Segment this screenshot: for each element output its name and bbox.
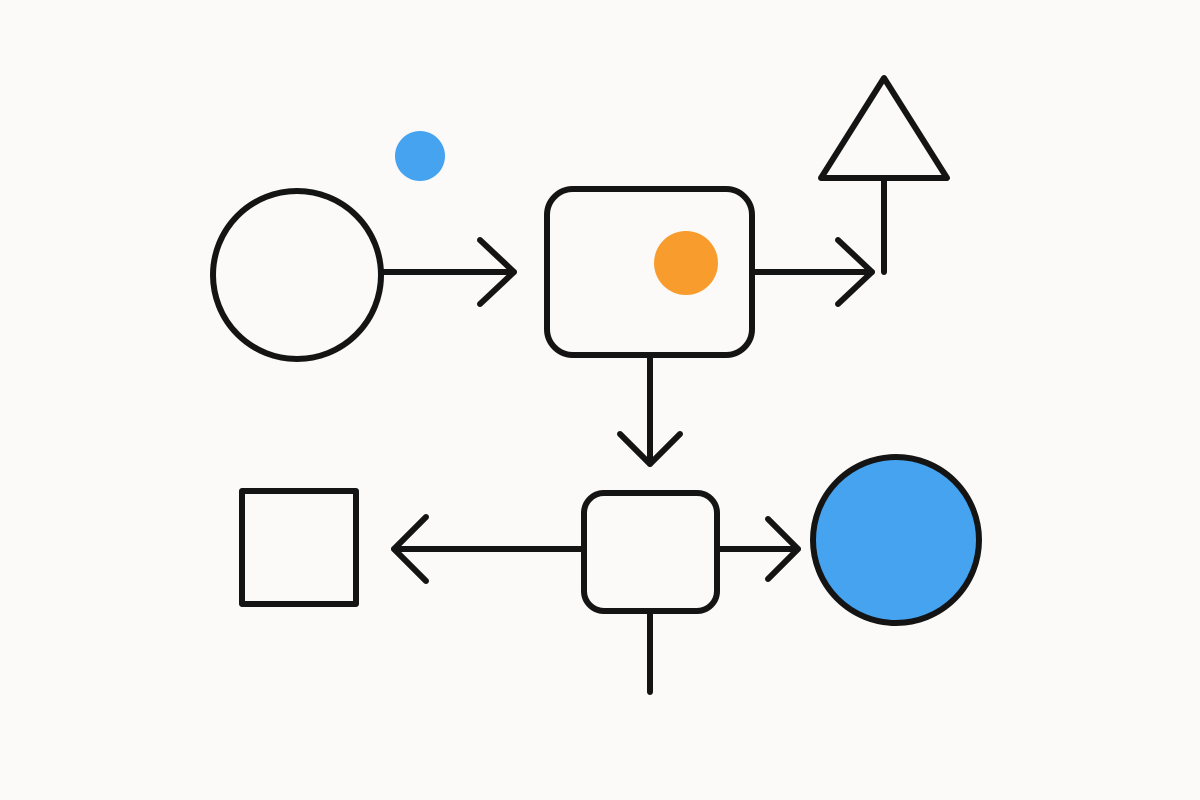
edge-process-to-triangle xyxy=(749,178,887,307)
end-circle xyxy=(810,454,982,626)
arrow-head-icon xyxy=(617,431,683,467)
edge-decision-to-left-square xyxy=(391,514,587,584)
process-box xyxy=(544,186,755,358)
edge-start-to-process xyxy=(378,237,517,307)
left-square xyxy=(239,488,359,607)
arrow-head-icon xyxy=(391,514,429,584)
start-circle xyxy=(210,188,384,362)
decision-box xyxy=(581,490,720,614)
arrow-head-icon xyxy=(477,237,517,307)
arrow-head-icon xyxy=(835,237,875,307)
arrow-head-icon xyxy=(765,516,801,582)
edge-decision-to-end-circle xyxy=(714,516,801,582)
orange-dot xyxy=(654,231,718,295)
floating-blue-dot xyxy=(395,131,445,181)
top-triangle xyxy=(818,75,950,181)
edge-process-to-decision xyxy=(617,352,683,467)
